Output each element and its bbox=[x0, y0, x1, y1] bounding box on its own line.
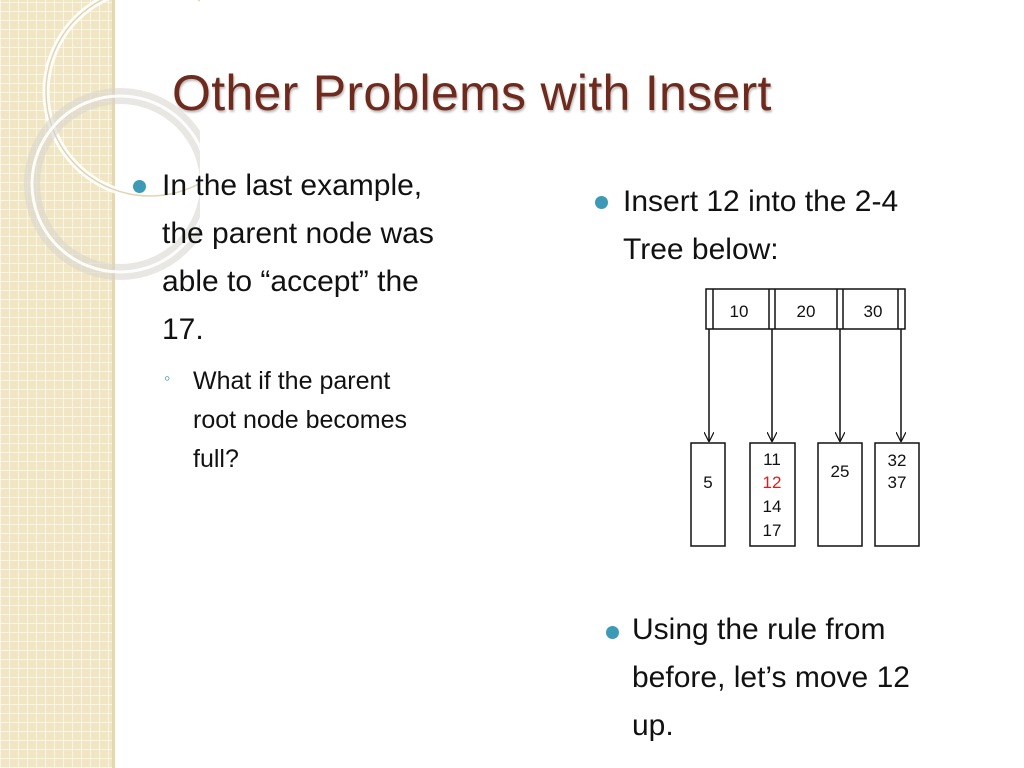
right-bottom-bullet-text: Using the rule from before, let’s move 1… bbox=[632, 606, 910, 750]
child-node-2: 11 12 14 17 bbox=[749, 442, 796, 547]
right-top-line: Insert 12 into the 2-4 bbox=[623, 185, 899, 218]
left-bullet-line: In the last example, bbox=[162, 169, 423, 202]
inserted-key: 12 bbox=[763, 473, 782, 492]
right-bottom-line: up. bbox=[632, 709, 674, 742]
child-key: 14 bbox=[763, 497, 782, 516]
decorative-circles bbox=[24, 0, 200, 280]
root-key: 30 bbox=[864, 302, 883, 321]
bullet-dot-icon bbox=[133, 180, 146, 193]
child-key: 37 bbox=[888, 473, 907, 492]
left-sub-line: full? bbox=[193, 445, 239, 473]
left-sub-bullet-text: What if the parent root node becomes ful… bbox=[193, 362, 407, 479]
left-bullet-line: able to “accept” the bbox=[162, 265, 419, 298]
left-bullet-line: 17. bbox=[162, 313, 204, 346]
child-key: 5 bbox=[703, 473, 712, 492]
root-key: 10 bbox=[730, 302, 749, 321]
child-node-3: 25 bbox=[817, 442, 863, 547]
two-four-tree-diagram: 10 20 30 5 11 12 14 17 25 32 37 bbox=[690, 288, 920, 547]
child-node-1: 5 bbox=[690, 442, 726, 547]
child-key: 17 bbox=[763, 521, 782, 540]
bullet-dot-icon bbox=[595, 196, 608, 209]
right-bottom-line: before, let’s move 12 bbox=[632, 661, 910, 694]
child-key: 25 bbox=[831, 462, 850, 481]
sub-bullet-ring-icon: ◦ bbox=[164, 368, 171, 388]
side-strip-edge bbox=[112, 0, 115, 768]
left-sub-line: What if the parent bbox=[193, 367, 391, 395]
left-sub-line: root node becomes bbox=[193, 406, 408, 434]
left-bullet-line: the parent node was bbox=[162, 217, 434, 250]
right-bottom-line: Using the rule from bbox=[632, 613, 886, 646]
root-key: 20 bbox=[797, 302, 816, 321]
right-top-bullet-text: Insert 12 into the 2-4 Tree below: bbox=[623, 178, 898, 274]
child-key: 32 bbox=[888, 451, 907, 470]
right-top-line: Tree below: bbox=[623, 233, 779, 266]
left-bullet-text: In the last example, the parent node was… bbox=[162, 162, 434, 354]
child-node-4: 32 37 bbox=[874, 442, 920, 547]
root-node: 10 20 30 bbox=[705, 288, 906, 330]
slide-title: Other Problems with Insert bbox=[172, 65, 772, 121]
bullet-dot-icon bbox=[606, 626, 619, 639]
child-key: 11 bbox=[763, 450, 781, 469]
